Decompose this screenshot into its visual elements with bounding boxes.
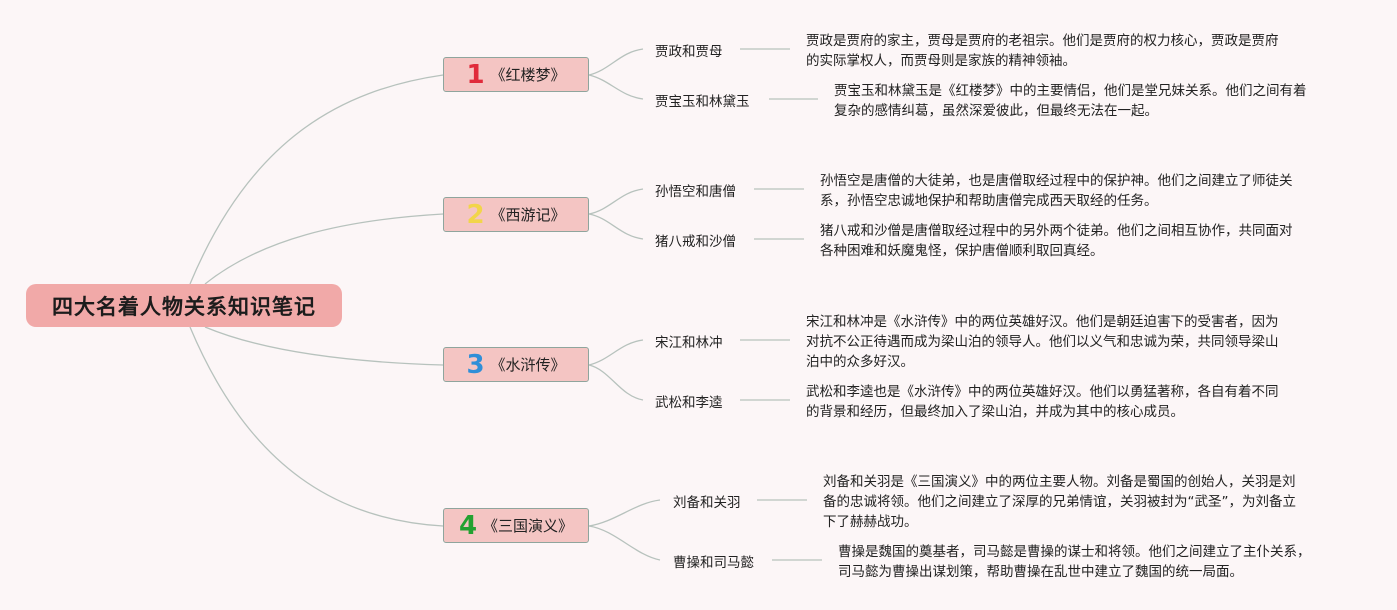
book4-link-a <box>588 499 661 527</box>
pair-node-1a[interactable]: 贾政和贾母 <box>655 44 723 60</box>
pair-node-2a[interactable]: 孙悟空和唐僧 <box>655 184 736 200</box>
root-link-3 <box>204 326 444 366</box>
book2-link-b <box>588 213 644 240</box>
book-title-3: 《水浒传》 <box>490 356 566 374</box>
book-node-1[interactable]: 1 《红楼梦》 <box>443 57 589 92</box>
book-title-2: 《西游记》 <box>490 206 566 224</box>
pair-node-2b[interactable]: 猪八戒和沙僧 <box>655 234 736 250</box>
book-number-4: 4 <box>458 510 478 541</box>
root-link-2 <box>204 213 444 285</box>
book3-link-a <box>588 339 644 366</box>
pair-node-4b[interactable]: 曹操和司马懿 <box>673 555 754 571</box>
pair-node-3a[interactable]: 宋江和林冲 <box>655 335 723 351</box>
pair-desc-3b: 武松和李逵也是《水浒传》中的两位英雄好汉。他们以勇猛著称，各自有着不同 的背景和… <box>806 384 1279 420</box>
pair-desc-4a: 刘备和关羽是《三国演义》中的两位主要人物。刘备是蜀国的创始人，关羽是刘 备的忠诚… <box>823 474 1296 530</box>
book-title-1: 《红楼梦》 <box>490 66 566 84</box>
book-title-4: 《三国演义》 <box>483 517 574 535</box>
book2-link-a <box>588 188 644 215</box>
pair-desc-1b: 贾宝玉和林黛玉是《红楼梦》中的主要情侣，他们是堂兄妹关系。他们之间有着 复杂的感… <box>834 83 1307 119</box>
book-node-4[interactable]: 4 《三国演义》 <box>443 508 589 543</box>
pair-desc-2a: 孙悟空是唐僧的大徒弟，也是唐僧取经过程中的保护神。他们之间建立了师徒关 系，孙悟… <box>820 173 1293 209</box>
book3-link-b <box>588 364 644 401</box>
pair-desc-1a: 贾政是贾府的家主，贾母是贾府的老祖宗。他们是贾府的权力核心，贾政是贾府 的实际掌… <box>806 33 1279 69</box>
book-number-1: 1 <box>466 59 485 90</box>
root-link-1 <box>189 74 444 285</box>
book1-link-b <box>588 74 644 100</box>
pair-desc-2b: 猪八戒和沙僧是唐僧取经过程中的另外两个徒弟。他们之间相互协作，共同面对 各种困难… <box>820 223 1293 259</box>
book4-link-b <box>588 525 661 561</box>
pair-desc-4b: 曹操是魏国的奠基者，司马懿是曹操的谋士和将领。他们之间建立了主仆关系， 司马懿为… <box>838 544 1311 580</box>
book-node-3[interactable]: 3 《水浒传》 <box>443 347 589 382</box>
book1-link-a <box>588 48 644 76</box>
pair-node-4a[interactable]: 刘备和关羽 <box>673 495 741 511</box>
root-title: 四大名着人物关系知识笔记 <box>26 284 342 327</box>
book-number-3: 3 <box>466 349 485 380</box>
root-link-4 <box>189 326 444 527</box>
book-node-2[interactable]: 2 《西游记》 <box>443 197 589 232</box>
pair-node-3b[interactable]: 武松和李逵 <box>655 395 723 411</box>
book-number-2: 2 <box>466 199 485 230</box>
pair-node-1b[interactable]: 贾宝玉和林黛玉 <box>655 94 750 110</box>
pair-desc-3a: 宋江和林冲是《水浒传》中的两位英雄好汉。他们是朝廷迫害下的受害者，因为 对抗不公… <box>806 314 1279 370</box>
